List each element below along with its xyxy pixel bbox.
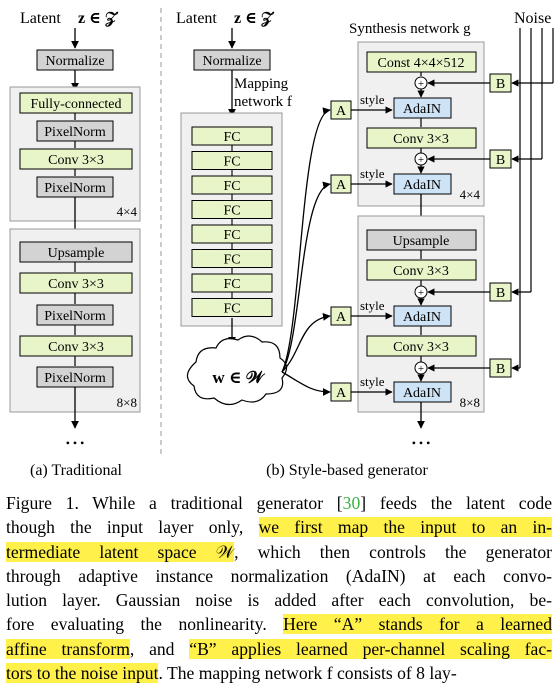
sb-fc-stack: FC FC FC FC FC FC FC FC bbox=[191, 126, 273, 317]
sb-mapping-label-1: Mapping bbox=[234, 76, 289, 92]
sb-w-cloud bbox=[186, 335, 288, 406]
trad-normalize-text: Normalize bbox=[45, 54, 104, 69]
sb-synthesis-label: Synthesis network g bbox=[349, 21, 471, 37]
trad-upsample-text: Upsample bbox=[48, 246, 105, 261]
caption-line-6: fore evaluating the nonlinearity. Here “… bbox=[6, 614, 552, 635]
sb-conv-text-3: Conv 3×3 bbox=[393, 340, 449, 355]
caption-line-4: through adaptive instance normalization … bbox=[6, 565, 552, 586]
trad-conv-box-1 bbox=[19, 148, 133, 170]
sb-res-8x8: 8×8 bbox=[460, 395, 480, 410]
highlight-1b: termediate latent space 𝒲 bbox=[6, 541, 235, 562]
trad-upsample-box bbox=[19, 241, 133, 263]
sb-adain-text-1: AdaIN bbox=[403, 102, 441, 117]
figure-diagram: Latent z ∈ 𝒵 Normalize Fully-connected P… bbox=[9, 8, 554, 479]
trad-conv-text-1: Conv 3×3 bbox=[48, 153, 104, 168]
sb-b-text-4: B bbox=[496, 362, 505, 377]
sb-latent-label: Latent bbox=[176, 10, 217, 27]
trad-fc-text: Fully-connected bbox=[31, 97, 122, 112]
trad-pixelnorm-text-1: PixelNorm bbox=[44, 125, 106, 140]
sb-fc-text-8: FC bbox=[223, 302, 240, 317]
sb-normalize-text: Normalize bbox=[202, 54, 261, 69]
sb-a-text-4: A bbox=[336, 386, 347, 401]
highlight-2b: affine transform bbox=[6, 638, 130, 659]
trad-latent-label: Latent bbox=[20, 10, 61, 27]
sb-style-label-4: style bbox=[360, 374, 385, 389]
trad-fc-box bbox=[19, 92, 133, 114]
highlight-1a: we first map the input to an in- bbox=[258, 517, 552, 538]
sb-dots: • • • bbox=[412, 436, 431, 450]
sb-fc-text-1: FC bbox=[223, 130, 240, 145]
trad-res-4x4: 4×4 bbox=[117, 204, 138, 219]
caption-line-7: affine transform, and “B” applies learne… bbox=[6, 638, 552, 659]
trad-res-8x8: 8×8 bbox=[117, 395, 137, 410]
sb-adain-box-4 bbox=[393, 381, 452, 403]
sb-fc-text-4: FC bbox=[223, 204, 240, 219]
sb-conv-text-2: Conv 3×3 bbox=[393, 264, 449, 279]
sb-adain-box-1 bbox=[393, 97, 452, 119]
sb-style-label-3: style bbox=[360, 298, 385, 313]
trad-pixelnorm-text-2: PixelNorm bbox=[44, 181, 106, 196]
sb-caption: (b) Style-based generator bbox=[266, 462, 428, 479]
sb-add-2-symbol: + bbox=[418, 154, 424, 166]
sb-mapping-label-2: network f bbox=[234, 94, 292, 110]
trad-latent-math: z ∈ 𝒵 bbox=[78, 10, 119, 28]
trad-conv-box-3 bbox=[19, 335, 133, 357]
sb-conv-text-1: Conv 3×3 bbox=[393, 132, 449, 147]
sb-fc-text-2: FC bbox=[223, 155, 240, 170]
sb-a-text-1: A bbox=[336, 104, 347, 119]
figure-caption: Figure 1. While a traditional generator … bbox=[6, 491, 552, 685]
sb-fc-text-5: FC bbox=[223, 228, 240, 243]
sb-noise-label: Noise bbox=[514, 10, 551, 27]
trad-pixelnorm-text-4: PixelNorm bbox=[44, 371, 106, 386]
caption-line-3: termediate latent space 𝒲, which then co… bbox=[6, 541, 553, 562]
traditional-generator: Latent z ∈ 𝒵 Normalize Fully-connected P… bbox=[9, 10, 141, 479]
sb-res-4x4: 4×4 bbox=[460, 187, 481, 202]
sb-b-text-1: B bbox=[496, 77, 505, 92]
trad-pixelnorm-text-3: PixelNorm bbox=[44, 309, 106, 324]
sb-fc-box-8 bbox=[191, 298, 273, 317]
sb-fc-text-7: FC bbox=[223, 277, 240, 292]
trad-dots: • • • bbox=[66, 436, 85, 450]
trad-conv-text-3: Conv 3×3 bbox=[48, 340, 104, 355]
citation-link-30[interactable]: 30 bbox=[342, 493, 361, 513]
sb-add-1-symbol: + bbox=[418, 78, 424, 90]
highlight-3a: “B” applies learned per-channel scaling … bbox=[189, 638, 552, 659]
caption-line-5: lution layer. Gaussian noise is added af… bbox=[6, 590, 552, 611]
sb-w-label: w ∈ 𝒲 bbox=[212, 368, 265, 387]
highlight-3b: tors to the noise input bbox=[6, 663, 159, 684]
sb-adain-text-3: AdaIN bbox=[403, 310, 441, 325]
sb-fc-text-3: FC bbox=[223, 179, 240, 194]
sb-adain-text-4: AdaIN bbox=[403, 386, 441, 401]
sb-add-3-symbol: + bbox=[418, 287, 424, 299]
sb-a-text-3: A bbox=[336, 310, 347, 325]
sb-adain-box-3 bbox=[393, 305, 452, 327]
caption-line-8: tors to the noise input. The mapping net… bbox=[6, 663, 457, 684]
sb-latent-math: z ∈ 𝒵 bbox=[234, 10, 275, 28]
sb-add-4-symbol: + bbox=[418, 363, 424, 375]
sb-fc-text-6: FC bbox=[223, 253, 240, 268]
sb-upsample-text: Upsample bbox=[393, 234, 450, 249]
sb-const-text: Const 4×4×512 bbox=[378, 56, 465, 71]
sb-adain-box-2 bbox=[393, 173, 452, 195]
caption-line-1: Figure 1. While a traditional generator … bbox=[6, 493, 553, 513]
sb-b-text-3: B bbox=[496, 286, 505, 301]
figure-1: Latent z ∈ 𝒵 Normalize Fully-connected P… bbox=[9, 8, 554, 479]
sb-style-label-1: style bbox=[360, 92, 385, 107]
trad-conv-text-2: Conv 3×3 bbox=[48, 277, 104, 292]
sb-style-label-2: style bbox=[360, 166, 385, 181]
highlight-2a: Here “A” stands for a learned bbox=[283, 614, 552, 635]
sb-noise-scale-boxes: B B B B bbox=[427, 28, 554, 378]
caption-line-2: though the input layer only, we first ma… bbox=[6, 517, 552, 538]
sb-adain-text-2: AdaIN bbox=[403, 178, 441, 193]
style-based-generator: Latent z ∈ 𝒵 Normalize Mapping network f… bbox=[176, 10, 554, 479]
trad-conv-box-2 bbox=[19, 272, 133, 294]
sb-a-text-2: A bbox=[336, 178, 347, 193]
sb-b-text-2: B bbox=[496, 153, 505, 168]
trad-caption: (a) Traditional bbox=[30, 462, 123, 479]
